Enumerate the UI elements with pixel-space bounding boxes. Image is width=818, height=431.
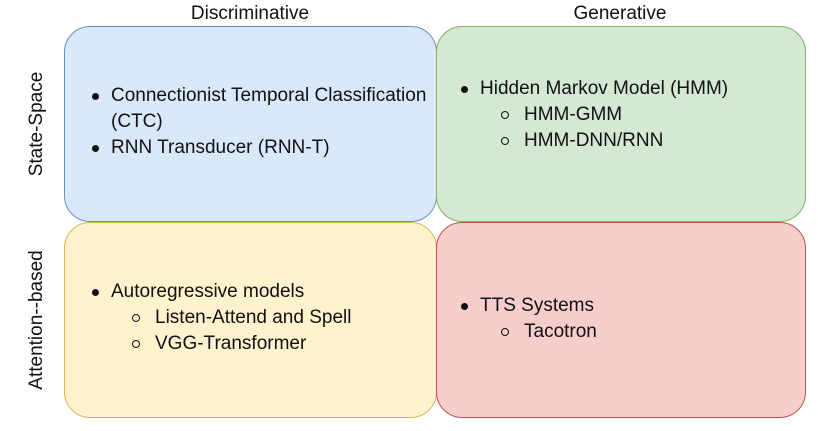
bullet-item: RNN Transducer (RNN-T) xyxy=(90,135,436,161)
row-header-attention-based: Attention--based xyxy=(26,250,47,390)
column-header-generative: Generative xyxy=(573,3,667,24)
sub-bullet-item: HMM-GMM xyxy=(480,102,728,128)
bullet-item-text: Autoregressive models xyxy=(111,281,305,302)
sub-bullet-item: Tacotron xyxy=(480,319,597,345)
bullet-item: Connectionist Temporal Classification (C… xyxy=(90,83,436,135)
bullet-item-text: Connectionist Temporal Classification (C… xyxy=(111,85,427,132)
item-list: Connectionist Temporal Classification (C… xyxy=(90,83,436,161)
sub-item-list: Tacotron xyxy=(480,319,597,345)
bullet-item-text: RNN Transducer (RNN-T) xyxy=(111,137,330,158)
bullet-item-text: TTS Systems xyxy=(480,295,595,316)
row-header-state-space: State-Space xyxy=(26,71,47,177)
sub-bullet-item: VGG-Transformer xyxy=(111,331,351,357)
sub-bullet-item: Listen-Attend and Spell xyxy=(111,305,351,331)
column-header-discriminative: Discriminative xyxy=(190,3,310,24)
cell-state-space-discriminative: Connectionist Temporal Classification (C… xyxy=(64,26,437,222)
bullet-item-text: Hidden Markov Model (HMM) xyxy=(480,78,729,99)
sub-bullet-item: HMM-DNN/RNN xyxy=(480,128,728,154)
